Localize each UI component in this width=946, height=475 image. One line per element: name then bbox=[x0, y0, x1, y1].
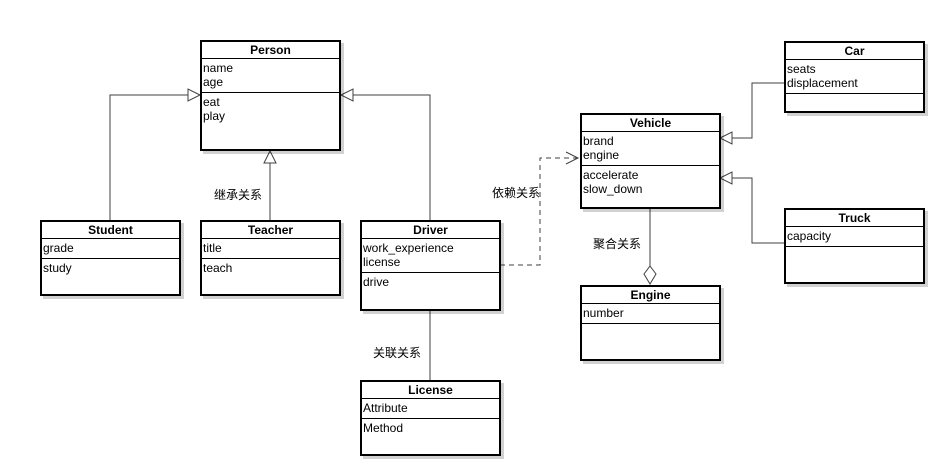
class-vehicle-attributes: brand engine bbox=[582, 132, 719, 166]
class-truck[interactable]: Truck capacity bbox=[784, 208, 925, 284]
teacher-attr-title: title bbox=[203, 241, 222, 255]
student-op-study: study bbox=[43, 261, 72, 275]
driver-person-inheritance bbox=[353, 94, 431, 220]
class-person-title: Person bbox=[202, 42, 339, 59]
license-op-method: Method bbox=[363, 421, 404, 435]
teacher-op-teach: teach bbox=[203, 261, 233, 275]
vehicle-op-slow-down: slow_down bbox=[583, 182, 643, 196]
truck-vehicle-inheritance bbox=[732, 177, 784, 244]
label-association: 关联关系 bbox=[373, 346, 422, 360]
class-engine-attributes: number bbox=[582, 304, 719, 324]
truck-vehicle-arrowhead bbox=[718, 171, 733, 185]
class-license-operations: Method bbox=[362, 419, 499, 435]
class-license-attributes: Attribute bbox=[362, 399, 499, 419]
class-vehicle-operations: accelerate slow_down bbox=[582, 166, 719, 196]
class-license-title: License bbox=[362, 382, 499, 399]
vehicle-op-accelerate: accelerate bbox=[583, 168, 639, 182]
driver-vehicle-dependency bbox=[500, 157, 578, 266]
vehicle-attr-brand: brand bbox=[583, 134, 614, 148]
driver-attr-license: license bbox=[363, 255, 401, 269]
student-person-arrowhead bbox=[187, 88, 202, 102]
class-engine[interactable]: Engine number bbox=[580, 285, 721, 361]
class-vehicle[interactable]: Vehicle brand engine accelerate slow_dow… bbox=[580, 113, 721, 209]
label-aggregation: 聚合关系 bbox=[593, 237, 642, 251]
class-engine-operations bbox=[582, 324, 719, 326]
class-engine-title: Engine bbox=[582, 287, 719, 304]
class-truck-operations bbox=[786, 247, 923, 249]
class-person[interactable]: Person name age eat play bbox=[200, 40, 341, 151]
car-attr-seats: seats bbox=[787, 62, 816, 76]
class-car-operations bbox=[786, 94, 923, 96]
class-driver-title: Driver bbox=[362, 222, 499, 239]
license-attr-attribute: Attribute bbox=[363, 401, 408, 415]
class-teacher-attributes: title bbox=[202, 239, 339, 259]
dependency-arrowhead bbox=[565, 151, 580, 165]
teacher-person-arrowhead bbox=[263, 149, 277, 164]
driver-attr-work-experience: work_experience bbox=[363, 241, 454, 255]
class-vehicle-title: Vehicle bbox=[582, 115, 719, 132]
class-truck-title: Truck bbox=[786, 210, 923, 227]
class-license[interactable]: License Attribute Method bbox=[360, 380, 501, 456]
aggregation-diamond bbox=[643, 265, 657, 285]
class-teacher-operations: teach bbox=[202, 259, 339, 275]
class-driver-attributes: work_experience license bbox=[362, 239, 499, 273]
class-teacher-title: Teacher bbox=[202, 222, 339, 239]
vehicle-attr-engine: engine bbox=[583, 148, 620, 162]
class-car-attributes: seats displacement bbox=[786, 60, 923, 94]
class-driver-operations: drive bbox=[362, 273, 499, 289]
class-truck-attributes: capacity bbox=[786, 227, 923, 247]
class-person-operations: eat play bbox=[202, 93, 339, 123]
student-person-inheritance bbox=[109, 94, 188, 220]
engine-attr-number: number bbox=[583, 306, 624, 320]
class-student-title: Student bbox=[42, 222, 179, 239]
car-vehicle-arrowhead bbox=[718, 131, 733, 145]
class-driver[interactable]: Driver work_experience license drive bbox=[360, 220, 501, 311]
class-student[interactable]: Student grade study bbox=[40, 220, 181, 296]
car-attr-displacement: displacement bbox=[787, 76, 858, 90]
person-op-play: play bbox=[203, 109, 226, 123]
person-attr-name: name bbox=[203, 61, 234, 75]
class-teacher[interactable]: Teacher title teach bbox=[200, 220, 341, 296]
person-attr-age: age bbox=[203, 75, 224, 89]
label-inheritance: 继承关系 bbox=[214, 188, 263, 202]
driver-op-drive: drive bbox=[363, 275, 390, 289]
car-vehicle-inheritance bbox=[732, 82, 784, 139]
student-attr-grade: grade bbox=[43, 241, 74, 255]
truck-attr-capacity: capacity bbox=[787, 229, 832, 243]
driver-person-arrowhead bbox=[339, 88, 354, 102]
class-car[interactable]: Car seats displacement bbox=[784, 41, 925, 113]
label-dependency: 依赖关系 bbox=[492, 186, 541, 200]
class-car-title: Car bbox=[786, 43, 923, 60]
class-student-operations: study bbox=[42, 259, 179, 275]
person-op-eat: eat bbox=[203, 95, 220, 109]
class-student-attributes: grade bbox=[42, 239, 179, 259]
class-person-attributes: name age bbox=[202, 59, 339, 93]
